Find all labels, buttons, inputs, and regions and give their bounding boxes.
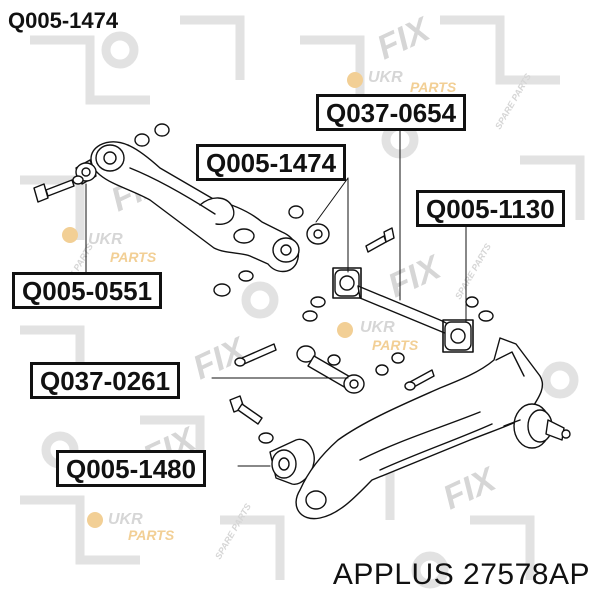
callout-arm-bushing-left[interactable]: Q005-0551 bbox=[12, 272, 163, 309]
bolt-trailing-arm bbox=[229, 395, 263, 425]
watermark-parts: PARTS bbox=[128, 527, 175, 543]
page-title: Q005-1474 bbox=[8, 8, 119, 33]
upper-arm-bushing-right bbox=[306, 223, 330, 245]
parts-line-art bbox=[33, 123, 571, 520]
washer bbox=[258, 432, 274, 444]
nut bbox=[478, 310, 494, 322]
nut bbox=[154, 123, 170, 137]
highlight-box bbox=[332, 267, 362, 299]
callout-link-rod[interactable]: Q037-0261 bbox=[30, 362, 181, 399]
bolt-left bbox=[33, 175, 84, 203]
upper-control-arm bbox=[90, 141, 300, 273]
callout-trailing-arm-bushing[interactable]: Q005-1480 bbox=[56, 450, 207, 487]
watermark-ukr: UKR bbox=[368, 69, 403, 86]
watermark-ukr: UKR bbox=[88, 231, 123, 248]
bolt-strut bbox=[365, 227, 395, 253]
trailing-arm bbox=[295, 337, 544, 520]
callout-leaders bbox=[85, 127, 467, 467]
washer bbox=[134, 133, 150, 147]
callout-strut-rod[interactable]: Q037-0654 bbox=[316, 94, 467, 131]
watermark-ukr: UKR bbox=[108, 511, 143, 528]
nut bbox=[391, 352, 405, 364]
washer bbox=[310, 296, 326, 308]
bolt-link-right bbox=[404, 369, 435, 391]
bolt-link-left bbox=[234, 343, 277, 367]
watermark-parts: PARTS bbox=[110, 249, 157, 265]
watermark-fix: FIX bbox=[382, 247, 448, 305]
nut bbox=[302, 310, 318, 322]
link-rod bbox=[296, 345, 365, 394]
callout-strut-bushing[interactable]: Q005-1130 bbox=[416, 190, 565, 227]
strut-rod bbox=[334, 269, 472, 351]
watermark-fix: FIX bbox=[371, 9, 437, 67]
wheel-hub bbox=[503, 403, 571, 449]
highlight-box bbox=[442, 319, 474, 353]
watermark-spare: SPARE PARTS bbox=[453, 242, 493, 301]
washer bbox=[465, 296, 479, 308]
washer bbox=[375, 364, 389, 376]
watermark-spare: SPARE PARTS bbox=[213, 502, 253, 561]
watermark-gears bbox=[62, 72, 363, 528]
watermark-ukr: UKR bbox=[360, 319, 395, 336]
nut bbox=[213, 283, 231, 297]
watermark-parts: PARTS bbox=[372, 337, 419, 353]
callout-arm-bushing-top[interactable]: Q005-1474 bbox=[196, 144, 347, 181]
watermark-fix: FIX bbox=[437, 459, 503, 517]
brand-part-number: APPLUS 27578AP bbox=[332, 558, 590, 591]
trailing-arm-bushing bbox=[269, 438, 315, 485]
washer bbox=[238, 270, 254, 282]
watermark-parts: PARTS bbox=[410, 79, 457, 95]
nut bbox=[288, 205, 304, 219]
